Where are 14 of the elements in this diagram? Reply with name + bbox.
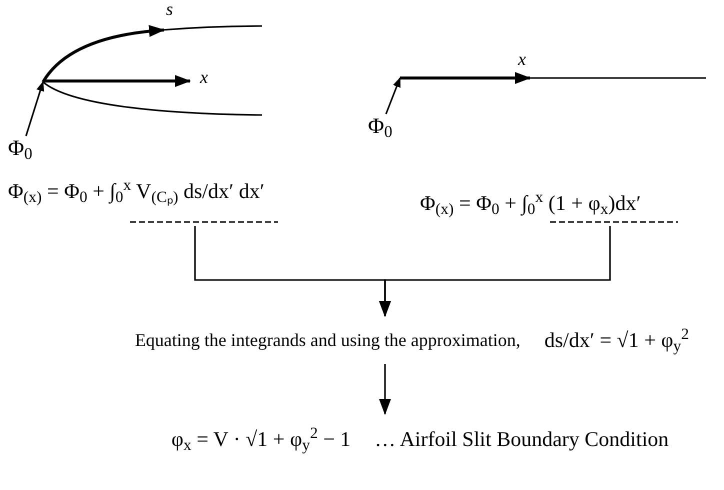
axis-label: x [518,50,526,68]
axis-label: x [200,68,208,86]
equation: Φ$_{(x)}$ = Φ$_{0}$ + ∫$_{0}$$^{x}$ V$_{(Cₚ)}$ ds/dx′ dx′ [8,178,266,204]
arrow [25,81,44,136]
equation: Φ$_{(x)}$ = Φ$_{0}$ + ∫$_{0}$$^{x}$ (1 + φ$_{x}$)dx′ [420,190,642,216]
arrow [379,364,391,415]
equation: φ$_{x}$ = V · √1 + φ$_{y}$$^{2}$ − 1 [171,426,351,452]
condition-name: … Airfoil Slit Boundary Condition [374,426,669,452]
arrow [379,226,611,317]
arrow [385,77,401,114]
phi-label: Φ$_{0}$ [368,112,394,140]
axis-label: s [166,0,174,18]
phi-label: Φ$_{0}$ [8,134,34,162]
description-text: Equating the integrands and using the approximation, [134,328,520,352]
